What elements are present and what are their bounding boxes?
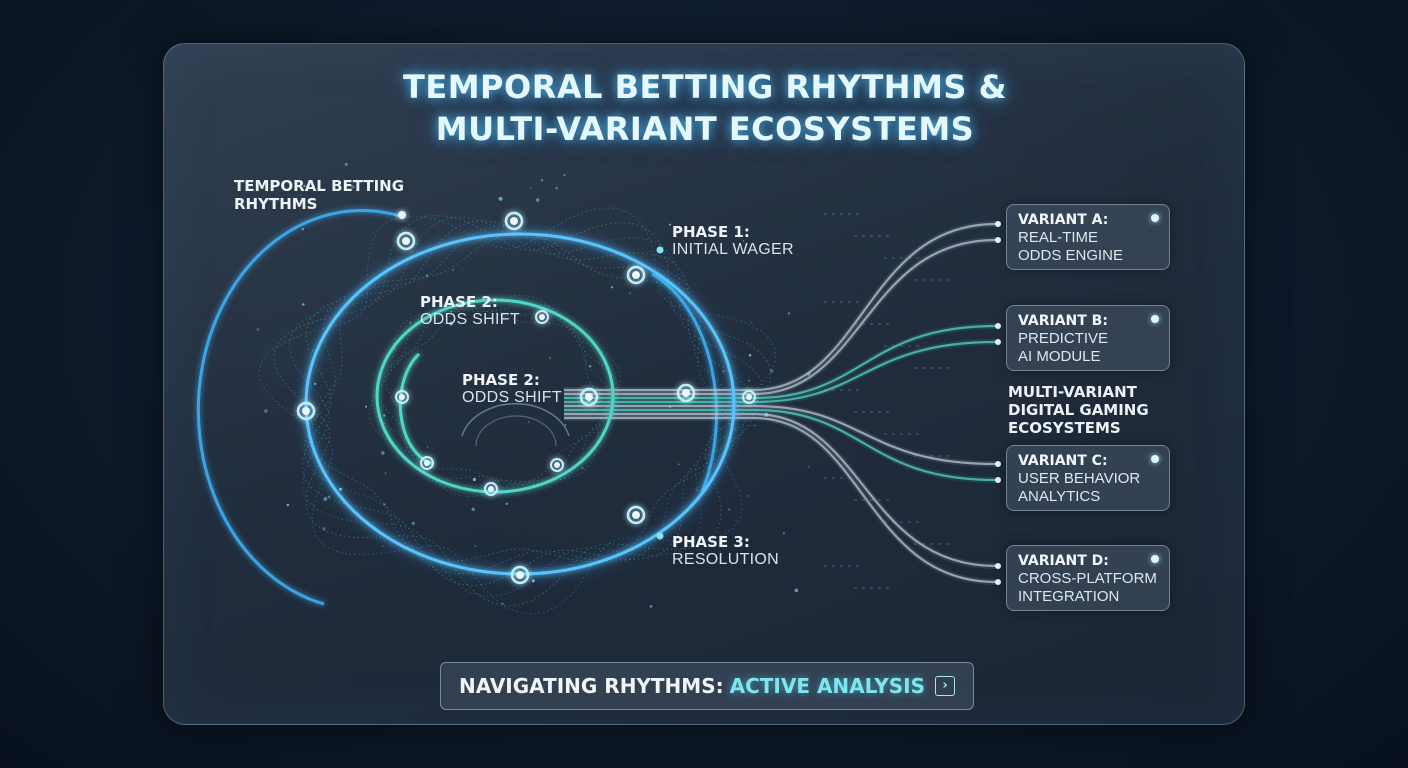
phase-2-label-upper: PHASE 2: ODDS SHIFT — [420, 293, 520, 328]
chevron-right-icon: › — [935, 676, 956, 696]
diagram-panel: TEMPORAL BETTING RHYTHMS & MULTI-VARIANT… — [163, 43, 1245, 725]
variant-a-card[interactable]: VARIANT A: REAL-TIME ODDS ENGINE — [1006, 204, 1170, 270]
temporal-rhythms-label: TEMPORAL BETTING RHYTHMS — [234, 177, 405, 213]
phase-2-label-inner: PHASE 2: ODDS SHIFT — [462, 371, 562, 406]
phase-1-label: PHASE 1: INITIAL WAGER — [672, 223, 794, 258]
flow-lines — [564, 213, 1001, 589]
status-dot-icon — [1151, 315, 1159, 323]
ring-nodes — [296, 211, 756, 585]
status-dot-icon — [1151, 214, 1159, 222]
variant-d-card[interactable]: VARIANT D: CROSS-PLATFORM INTEGRATION — [1006, 545, 1170, 611]
status-dot-icon — [1151, 455, 1159, 463]
bottom-bar-accent: ACTIVE ANALYSIS — [729, 674, 926, 698]
active-analysis-button[interactable]: NAVIGATING RHYTHMS: ACTIVE ANALYSIS › — [440, 662, 974, 710]
variant-c-card[interactable]: VARIANT C: USER BEHAVIOR ANALYTICS — [1006, 445, 1170, 511]
page-title: TEMPORAL BETTING RHYTHMS & MULTI-VARIANT… — [164, 68, 1244, 148]
status-dot-icon — [1151, 555, 1159, 563]
particles — [256, 162, 811, 608]
rhythm-diagram — [196, 162, 1001, 615]
title-line-2: MULTI-VARIANT ECOSYSTEMS — [435, 110, 975, 148]
ecosystem-label: MULTI-VARIANT DIGITAL GAMING ECOSYSTEMS — [1008, 383, 1149, 437]
bottom-bar-lead: NAVIGATING RHYTHMS: — [458, 674, 724, 698]
phase-3-label: PHASE 3: RESOLUTION — [672, 533, 780, 568]
variant-b-card[interactable]: VARIANT B: PREDICTIVE AI MODULE — [1006, 305, 1170, 371]
title-line-1: TEMPORAL BETTING RHYTHMS & — [403, 68, 1007, 106]
